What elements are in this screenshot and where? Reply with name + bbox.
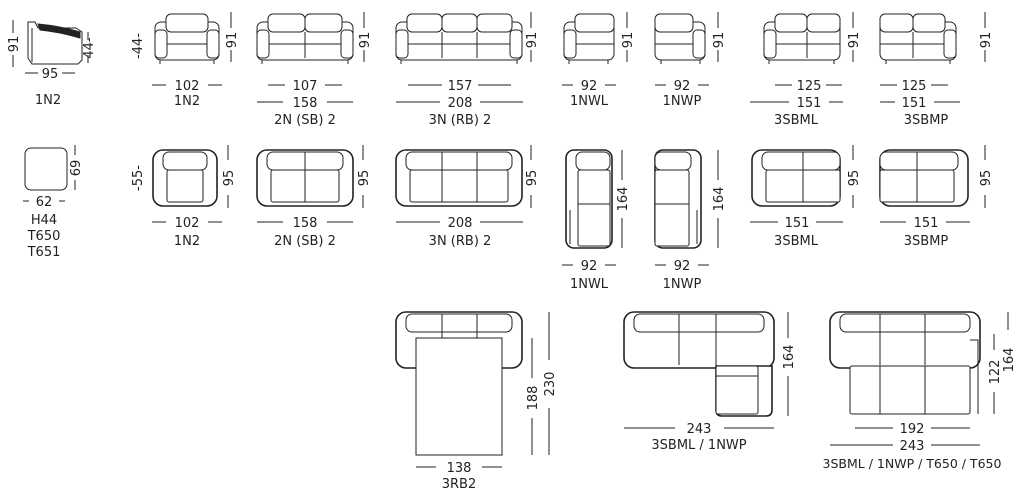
- sofa2-outer-label: 158: [293, 96, 318, 111]
- corner-set-depth-b-label: 164: [1002, 348, 1013, 373]
- sbml-plan-width-label: 151: [785, 216, 810, 231]
- nwp-plan-model-label: 1NWP: [663, 277, 702, 292]
- sofa2-height-label: 91: [358, 32, 373, 49]
- sofa3-plan-model-label: 3N (RB) 2: [429, 234, 492, 249]
- nwp-width-label: 92: [674, 79, 691, 94]
- sbmp-plan-depth-label: 95: [979, 170, 994, 187]
- sofa2-plan: 95 158 2N (SB) 2: [256, 145, 372, 249]
- side-seat-label: 44-: [82, 37, 97, 59]
- nwl-width-label: 92: [581, 79, 598, 94]
- bed-open-depth-label: 188: [526, 386, 541, 411]
- nwl-plan: 164 92 1NWL: [562, 149, 631, 292]
- sofa2-inner-label: 107: [293, 79, 318, 94]
- sbml-plan-depth-label: 95: [847, 170, 862, 187]
- side-view-armchair: 91 44- 95 1N2: [7, 20, 97, 108]
- armchair-front: -44- 91 102 1N2: [131, 12, 240, 109]
- armchair-plan-seat-label: -55-: [131, 165, 146, 191]
- sbml-inner-label: 125: [797, 79, 822, 94]
- sbmp-height-label: 91: [979, 32, 994, 49]
- side-model-label: 1N2: [35, 93, 61, 108]
- sbmp-plan-width-label: 151: [914, 216, 939, 231]
- sofa2-plan-width-label: 158: [293, 216, 318, 231]
- nwl-model-label: 1NWL: [570, 94, 609, 109]
- nwp-model-label: 1NWP: [663, 94, 702, 109]
- bed-total-depth-label: 230: [543, 372, 558, 397]
- sofa2-front: 91 107 158 2N (SB) 2: [256, 12, 373, 128]
- corner-width-label: 243: [687, 422, 712, 437]
- sbmp-plan-model-label: 3SBMP: [904, 234, 949, 249]
- corner-model-label: 3SBML / 1NWP: [651, 438, 746, 453]
- pouf-plan: 69 62 H44 T650 T651: [23, 145, 84, 260]
- nwp-plan-depth-label: 164: [712, 187, 727, 212]
- bed-width-label: 138: [447, 461, 472, 476]
- sbml-outer-label: 151: [797, 96, 822, 111]
- bed-model-label: 3RB2: [442, 477, 477, 492]
- sbmp-model-label: 3SBMP: [904, 113, 949, 128]
- sbmp-front: 91 125 151 3SBMP: [879, 12, 994, 128]
- armchair-plan-model-label: 1N2: [174, 234, 200, 249]
- sbmp-plan: 95 151 3SBMP: [879, 145, 994, 249]
- pouf-model-c: T651: [27, 245, 61, 260]
- corner-sofa-plan: 164 243 3SBML / 1NWP: [623, 311, 797, 453]
- nwl-plan-width-label: 92: [581, 259, 598, 274]
- sbml-front: 91 125 151 3SBML: [750, 12, 862, 128]
- sofa-bed-plan: 188 230 138 3RB2: [395, 311, 558, 492]
- sofa3-front: 91 157 208 3N (RB) 2: [395, 12, 540, 128]
- sofa3-outer-label: 208: [448, 96, 473, 111]
- corner-depth-label: 164: [782, 345, 797, 370]
- armchair-height-label: 91: [225, 32, 240, 49]
- sofa3-model-label: 3N (RB) 2: [429, 113, 492, 128]
- pouf-model-b: T650: [27, 229, 61, 244]
- pouf-depth-label: 69: [69, 160, 84, 177]
- nwp-height-label: 91: [712, 32, 727, 49]
- corner-set-plan: 122 164 192 243 3SBML / 1NWP / T650 / T6…: [823, 311, 1013, 471]
- side-height-label: 91: [7, 36, 22, 53]
- sofa3-plan-width-label: 208: [448, 216, 473, 231]
- sofa3-inner-label: 157: [448, 79, 473, 94]
- nwl-height-label: 91: [621, 32, 636, 49]
- armchair-seat-label: -44-: [131, 33, 146, 59]
- sofa2-plan-depth-label: 95: [357, 170, 372, 187]
- nwl-plan-depth-label: 164: [616, 187, 631, 212]
- nwp-plan-width-label: 92: [674, 259, 691, 274]
- armchair-model-label: 1N2: [174, 94, 200, 109]
- nwl-front: 91 92 1NWL: [562, 12, 636, 109]
- sofa3-plan: 95 208 3N (RB) 2: [395, 145, 540, 249]
- sbml-height-label: 91: [847, 32, 862, 49]
- sofa2-model-label: 2N (SB) 2: [274, 113, 336, 128]
- pouf-width-label: 62: [36, 195, 53, 210]
- nwp-front: 91 92 1NWP: [654, 12, 727, 109]
- sofa2-plan-model-label: 2N (SB) 2: [274, 234, 336, 249]
- sbmp-outer-label: 151: [902, 96, 927, 111]
- sofa3-plan-depth-label: 95: [525, 170, 540, 187]
- corner-set-depth-a-label: 122: [988, 360, 1003, 385]
- nwp-plan: 164 92 1NWP: [654, 149, 727, 292]
- armchair-plan-width-label: 102: [175, 216, 200, 231]
- corner-set-outer-label: 243: [900, 439, 925, 454]
- sbml-plan-model-label: 3SBML: [774, 234, 819, 249]
- sbml-model-label: 3SBML: [774, 113, 819, 128]
- corner-set-inner-label: 192: [900, 422, 925, 437]
- sbmp-inner-label: 125: [902, 79, 927, 94]
- armchair-plan-depth-label: 95: [222, 170, 237, 187]
- nwl-plan-model-label: 1NWL: [570, 277, 609, 292]
- side-width-label: 95: [42, 67, 59, 82]
- armchair-width-label: 102: [175, 79, 200, 94]
- sofa3-height-label: 91: [525, 32, 540, 49]
- pouf-model-a: H44: [31, 213, 57, 228]
- armchair-plan: -55- 95 102 1N2: [131, 145, 237, 249]
- sbml-plan: 95 151 3SBML: [750, 145, 862, 249]
- corner-set-model-label: 3SBML / 1NWP / T650 / T650: [823, 456, 1002, 471]
